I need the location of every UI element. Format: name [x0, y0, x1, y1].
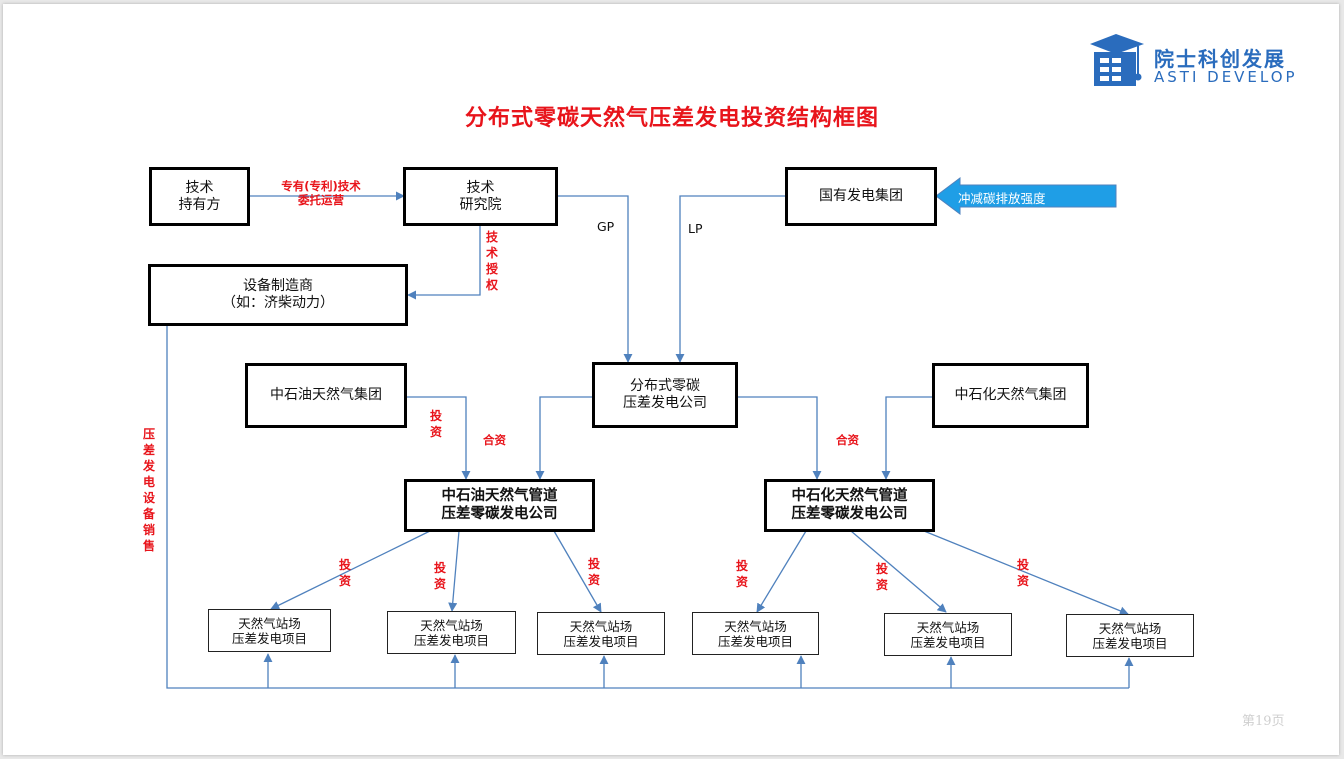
edge-tech-license — [407, 226, 481, 300]
label-jv-right: 合资 — [836, 433, 859, 447]
node-project-1: 天然气站场 压差发电项目 — [208, 609, 331, 652]
graduation-cap-building-icon — [1090, 34, 1144, 86]
label-project-invest-5: 投资 — [875, 562, 888, 592]
node-project-2-line-2: 压差发电项目 — [413, 632, 489, 648]
node-equipment-maker-line-2: （如：济柴动力） — [222, 295, 334, 311]
node-cnpc-pipeline-line-2: 压差零碳发电公司 — [441, 505, 558, 522]
label-lp: LP — [688, 221, 703, 236]
node-project-1-line-2: 压差发电项目 — [231, 630, 307, 646]
edge-project-2 — [448, 530, 460, 612]
node-equipment-maker: 设备制造商 （如：济柴动力） — [148, 264, 408, 326]
node-equipment-maker-line-1: 设备制造商 — [243, 278, 313, 295]
carbon-offset-label: 冲减碳排放强度 — [958, 191, 1046, 206]
node-sinopec-group-label: 中石化天然气集团 — [954, 387, 1067, 404]
node-sinopec-pipeline-line-1: 中石化天然气管道 — [791, 488, 908, 505]
node-tech-holder: 技术 持有方 — [149, 167, 250, 226]
logo-name-cn: 院士科创发展 — [1154, 47, 1286, 71]
node-state-power-group-label: 国有发电集团 — [819, 188, 903, 205]
node-project-3-line-2: 压差发电项目 — [563, 633, 639, 649]
label-cnpc-invest: 投资 — [429, 409, 442, 439]
node-cnpc-group-label: 中石油天然气集团 — [270, 387, 382, 404]
node-project-4: 天然气站场 压差发电项目 — [692, 612, 819, 655]
edge-project-5 — [850, 530, 947, 613]
node-sinopec-group: 中石化天然气集团 — [932, 363, 1089, 428]
edge-lp — [675, 195, 786, 363]
page-number: 第19页 — [1242, 714, 1285, 729]
node-project-6-line-2: 压差发电项目 — [1092, 635, 1168, 651]
label-project-invest-6: 投资 — [1016, 558, 1029, 588]
node-project-5: 天然气站场 压差发电项目 — [884, 613, 1012, 656]
node-state-power-group: 国有发电集团 — [785, 167, 937, 226]
edge-sinopec-invest — [881, 396, 934, 480]
node-project-3-line-1: 天然气站场 — [569, 618, 633, 634]
label-equipment-sales: 压差发电设备销售 — [142, 427, 155, 553]
label-project-invest-2: 投资 — [433, 561, 446, 591]
label-jv-left: 合资 — [483, 433, 506, 447]
edge-project-6 — [923, 530, 1129, 616]
edge-project-3 — [553, 530, 602, 613]
node-project-2: 天然气站场 压差发电项目 — [387, 611, 516, 654]
label-project-invest-1: 投资 — [338, 558, 351, 588]
node-project-3: 天然气站场 压差发电项目 — [537, 612, 665, 655]
node-sinopec-pipeline-company: 中石化天然气管道 压差零碳发电公司 — [764, 479, 935, 532]
edge-jv-left — [535, 396, 594, 480]
label-tech-entrust-line-1: 专有(专利)技术 — [281, 179, 361, 193]
node-tech-holder-line-1: 技术 — [185, 179, 214, 196]
edge-jv-right — [737, 396, 822, 480]
logo-name-en: ASTI DEVELOP — [1154, 68, 1298, 86]
node-distributed-company-line-1: 分布式零碳 — [630, 378, 700, 395]
node-project-5-line-2: 压差发电项目 — [910, 634, 986, 650]
edge-project-4 — [756, 530, 807, 613]
edge-gp — [557, 195, 633, 363]
label-tech-entrust-line-2: 委托运营 — [298, 192, 344, 207]
node-tech-holder-line-2: 持有方 — [178, 196, 221, 213]
page-title: 分布式零碳天然气压差发电投资结构框图 — [464, 105, 879, 131]
node-tech-institute-line-1: 技术 — [466, 179, 495, 196]
node-tech-institute: 技术 研究院 — [403, 167, 558, 226]
node-cnpc-pipeline-line-1: 中石油天然气管道 — [441, 488, 558, 505]
node-project-5-line-1: 天然气站场 — [916, 619, 980, 635]
logo: 院士科创发展 ASTI DEVELOP — [1088, 30, 1318, 90]
node-project-4-line-2: 压差发电项目 — [717, 633, 793, 649]
carbon-offset-callout-arrow — [935, 177, 1117, 215]
node-sinopec-pipeline-line-2: 压差零碳发电公司 — [791, 505, 908, 522]
label-gp: GP — [597, 219, 615, 234]
edge-project-1 — [270, 530, 431, 610]
node-tech-institute-line-2: 研究院 — [459, 196, 502, 213]
node-cnpc-pipeline-company: 中石油天然气管道 压差零碳发电公司 — [404, 479, 595, 532]
node-project-6-line-1: 天然气站场 — [1098, 620, 1162, 636]
node-distributed-company: 分布式零碳 压差发电公司 — [592, 362, 738, 428]
node-project-4-line-1: 天然气站场 — [724, 618, 787, 634]
label-tech-entrust: 专有(专利)技术 委托运营 — [262, 179, 380, 208]
edge-cnpc-invest — [406, 396, 471, 480]
node-project-6: 天然气站场 压差发电项目 — [1066, 614, 1194, 657]
edge-equipment-sales-bus — [166, 326, 1129, 689]
node-distributed-company-line-2: 压差发电公司 — [623, 395, 707, 411]
label-tech-license: 技术授权 — [485, 230, 498, 292]
node-project-2-line-1: 天然气站场 — [420, 617, 483, 633]
label-project-invest-4: 投资 — [735, 559, 748, 589]
node-cnpc-group: 中石油天然气集团 — [245, 363, 407, 428]
node-project-1-line-1: 天然气站场 — [238, 615, 301, 631]
label-project-invest-3: 投资 — [587, 557, 600, 587]
